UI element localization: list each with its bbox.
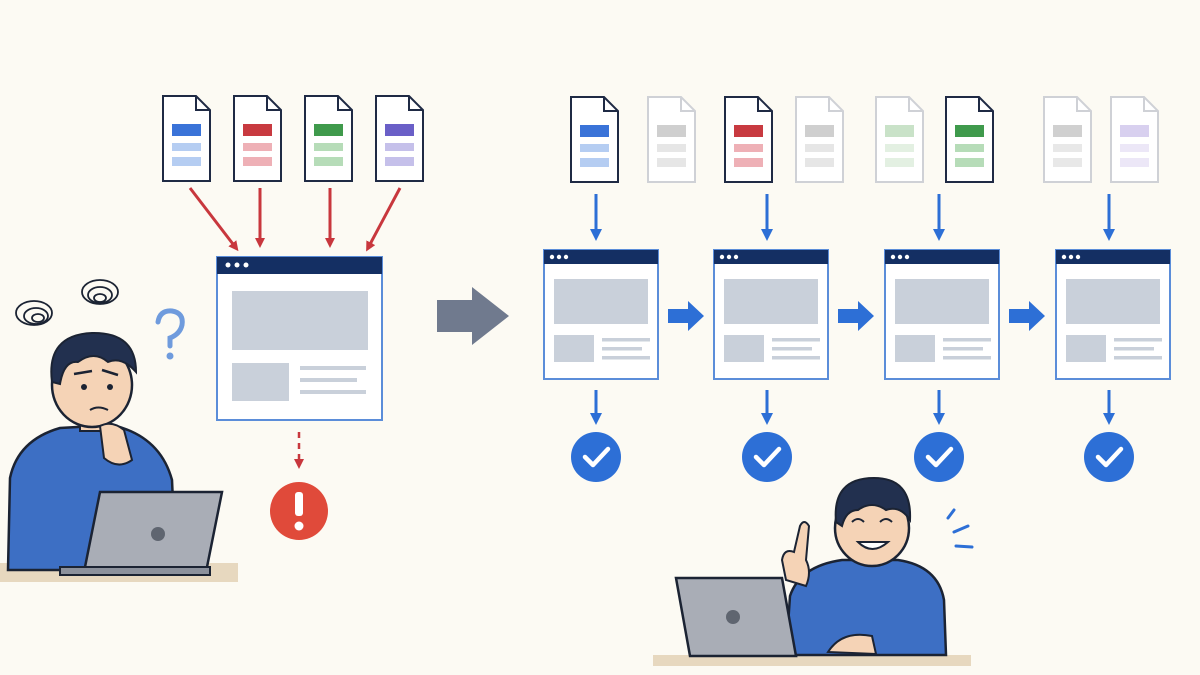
right-arrow-icon — [1009, 301, 1045, 331]
person-right-smile — [855, 541, 891, 550]
person-left-brow — [73, 368, 119, 377]
document-icon — [304, 95, 353, 182]
person-left-hand — [98, 422, 134, 466]
right-step-group — [543, 194, 1171, 482]
person-right-hair — [834, 476, 912, 528]
document-icon — [233, 95, 282, 182]
check-icon — [914, 432, 964, 482]
scribble-icon — [81, 279, 119, 305]
browser-window-icon — [543, 249, 659, 380]
document-icon — [1043, 96, 1092, 183]
confused-person — [0, 279, 238, 582]
red-converging-arrow — [188, 187, 239, 252]
person-left-hair — [50, 331, 138, 386]
browser-window-icon — [884, 249, 1000, 380]
right-arrow-icon — [838, 301, 874, 331]
document-icon — [724, 96, 773, 183]
document-icon — [570, 96, 619, 183]
browser-window-icon — [713, 249, 829, 380]
check-icon — [742, 432, 792, 482]
person-left-mouth — [89, 406, 109, 411]
red-converging-arrow — [366, 187, 402, 252]
browser-window-overloaded — [216, 256, 383, 421]
pleased-person — [653, 476, 974, 666]
document-icon — [795, 96, 844, 183]
scribble-icon — [15, 300, 53, 326]
document-icon — [1110, 96, 1159, 183]
desk-right — [653, 655, 971, 666]
browser-window-icon — [1055, 249, 1171, 380]
error-alert-icon — [270, 482, 328, 540]
document-icon — [875, 96, 924, 183]
check-icon — [1084, 432, 1134, 482]
right-document-group — [570, 96, 1159, 183]
document-icon — [162, 95, 211, 182]
right-arrow-icon — [668, 301, 704, 331]
question-mark-icon — [155, 308, 185, 360]
idea-spark-icon — [946, 508, 974, 549]
check-icon — [571, 432, 621, 482]
right-arrow-icon — [437, 287, 509, 345]
person-right-finger — [780, 521, 811, 588]
left-arrow-group — [188, 187, 402, 252]
document-icon — [647, 96, 696, 183]
document-icon — [945, 96, 994, 183]
left-document-group — [162, 95, 424, 182]
document-icon — [375, 95, 424, 182]
